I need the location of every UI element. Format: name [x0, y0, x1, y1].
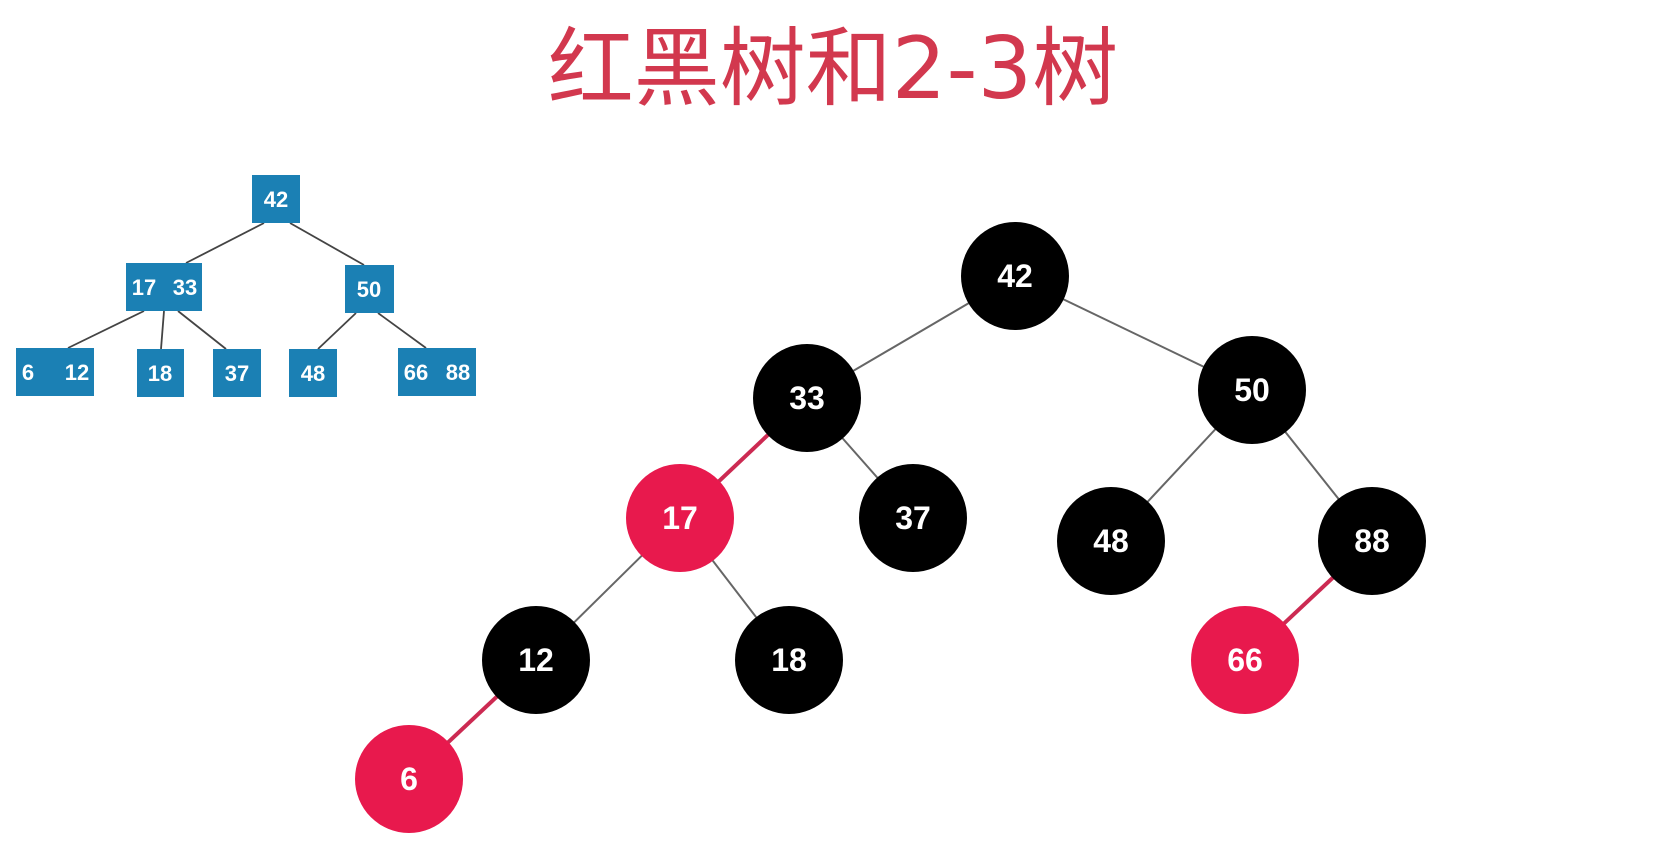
rb-node-33: 33: [753, 344, 861, 452]
black-node-circle: [961, 222, 1069, 330]
tree23-key: 88: [446, 360, 470, 385]
tree23-key: 12: [65, 360, 89, 385]
rb-node-label: 48: [1093, 523, 1129, 559]
rb-node-12: 12: [482, 606, 590, 714]
rb-node-label: 17: [662, 500, 698, 536]
rb-node-label: 37: [895, 500, 931, 536]
tree23-edge: [67, 310, 145, 349]
tree23-box: [252, 175, 300, 223]
rb-node-66: 66: [1191, 606, 1299, 714]
rb-node-88: 88: [1318, 487, 1426, 595]
rb-node-label: 66: [1227, 642, 1263, 678]
rb-node-37: 37: [859, 464, 967, 572]
tree23-edges: [67, 222, 427, 350]
tree23-box: [126, 263, 202, 311]
tree23-box: [289, 349, 337, 397]
rb-node-6: 6: [355, 725, 463, 833]
tree23-key: 48: [301, 361, 325, 386]
tree23-key: 6: [22, 360, 34, 385]
tree23-box: [398, 348, 476, 396]
black-node-circle: [859, 464, 967, 572]
red-node-circle: [626, 464, 734, 572]
red-node-circle: [355, 725, 463, 833]
rb-node-label: 50: [1234, 372, 1270, 408]
black-node-circle: [1057, 487, 1165, 595]
tree23-edge: [185, 222, 265, 264]
tree23-key: 37: [225, 361, 249, 386]
tree23-edge: [160, 310, 165, 350]
black-node-circle: [753, 344, 861, 452]
tree23-key: 50: [357, 277, 381, 302]
tree23-key: 66: [404, 360, 428, 385]
tree23-key: 18: [148, 361, 172, 386]
tree23-node-18: 18: [137, 349, 184, 397]
tree23-node-48: 48: [289, 349, 337, 397]
black-node-circle: [1198, 336, 1306, 444]
tree23-box: [137, 349, 184, 397]
tree23-edge: [377, 312, 427, 349]
tree23-node-66-88: 66 88: [398, 348, 476, 396]
rb-node-label: 6: [400, 761, 418, 797]
tree23-key: 33: [173, 275, 197, 300]
rb-node-label: 12: [518, 642, 554, 678]
tree23-key: 17: [132, 275, 156, 300]
rb-node-42: 42: [961, 222, 1069, 330]
rb-node-label: 33: [789, 380, 825, 416]
tree23-edge: [289, 222, 365, 266]
tree23-node-37: 37: [213, 349, 261, 397]
tree23-node-6-12: 6 12: [16, 348, 94, 396]
rb-node-label: 42: [997, 258, 1033, 294]
black-node-circle: [1318, 487, 1426, 595]
rb-node-18: 18: [735, 606, 843, 714]
tree23-box: [16, 348, 94, 396]
black-node-circle: [482, 606, 590, 714]
red-node-circle: [1191, 606, 1299, 714]
tree23-box: [213, 349, 261, 397]
rb-node-48: 48: [1057, 487, 1165, 595]
tree23-edge: [177, 310, 227, 350]
rb-node-17: 17: [626, 464, 734, 572]
tree23-edge: [317, 312, 357, 350]
tree23-node-42: 42: [252, 175, 300, 223]
rb-node-label: 18: [771, 642, 807, 678]
tree23-node-50: 50: [345, 265, 394, 313]
tree23-box: [345, 265, 394, 313]
rb-node-label: 88: [1354, 523, 1390, 559]
page-title: 红黑树和2-3树: [547, 19, 1119, 119]
tree23-key: 42: [264, 187, 288, 212]
black-node-circle: [735, 606, 843, 714]
rb-node-50: 50: [1198, 336, 1306, 444]
